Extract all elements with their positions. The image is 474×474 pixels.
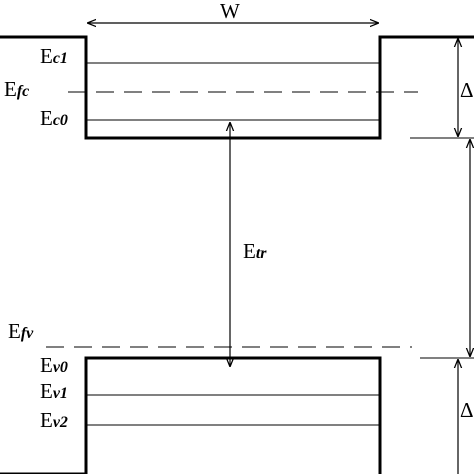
etr-label: Etr xyxy=(243,239,267,263)
efc-label: Efc xyxy=(4,77,29,101)
delta-top-label: Δ xyxy=(460,78,474,102)
ev1-label: Ev1 xyxy=(40,379,68,403)
ev2-label: Ev2 xyxy=(40,408,68,432)
efv-label: Efv xyxy=(8,319,34,343)
delta-bottom-label: Δ xyxy=(460,398,474,422)
well-width-label: W xyxy=(220,0,240,23)
valence-band-edge xyxy=(0,356,382,474)
ec1-label: Ec1 xyxy=(40,44,68,68)
ev0-label: Ev0 xyxy=(40,353,68,377)
ec0-label: Ec0 xyxy=(40,106,68,130)
conduction-band-edge xyxy=(0,35,474,140)
